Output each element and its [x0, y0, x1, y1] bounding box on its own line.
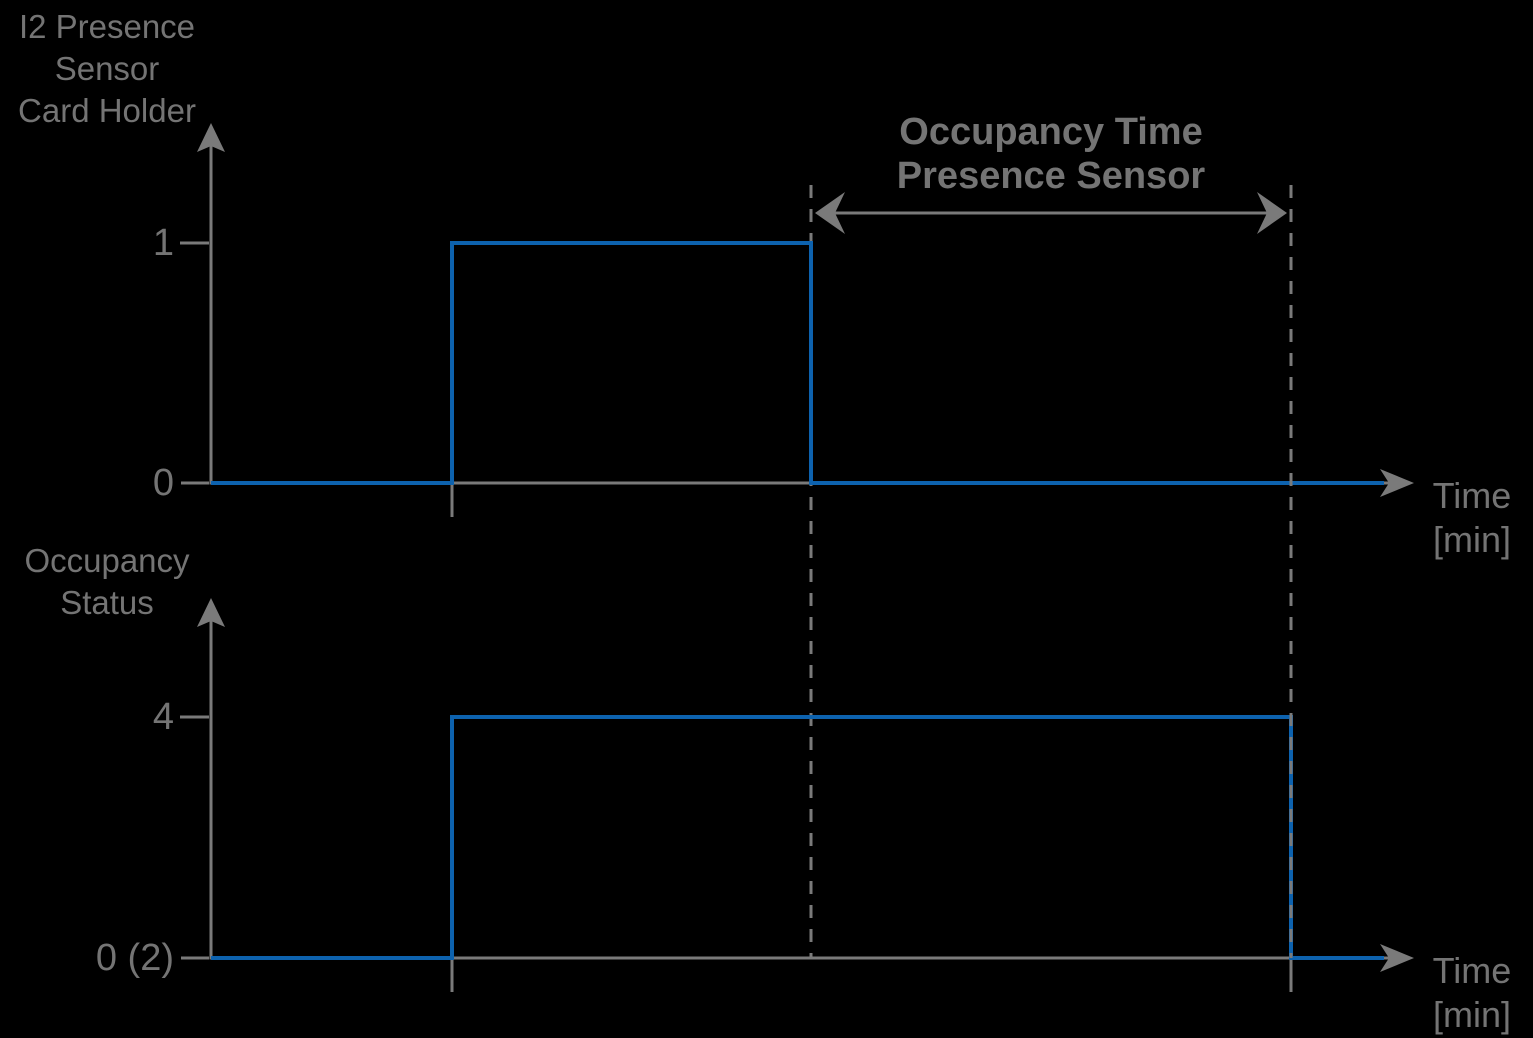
- bottom-chart-title-line-2: Status: [60, 584, 154, 621]
- top-chart-title-line-1: I2 Presence: [18, 8, 196, 45]
- bottom-tick-label-4: 4: [152, 696, 174, 738]
- occupancy-time-arrowhead-right-icon: [1257, 192, 1287, 234]
- presence-sensor-signal-line: [211, 241, 1384, 485]
- bottom-chart-title: Occupancy Status: [0, 540, 214, 624]
- top-chart-title-line-3: Card Holder: [18, 92, 196, 129]
- bottom-x-axis-label-line-1: Time: [1432, 950, 1512, 991]
- occupancy-time-annotation-line-2: Presence Sensor: [896, 155, 1206, 197]
- bottom-chart-title-line-1: Occupancy: [24, 542, 190, 579]
- top-chart-title-line-2: Sensor: [54, 50, 160, 87]
- top-tick-label-1: 1: [152, 222, 174, 264]
- top-x-axis-label-line-1: Time: [1432, 475, 1512, 516]
- top-x-axis-label-line-2: [min]: [1432, 519, 1511, 560]
- top-y-axis-arrowhead-icon: [197, 123, 225, 152]
- occupancy-time-arrowhead-left-icon: [815, 192, 845, 234]
- top-tick-label-0: 0: [152, 462, 174, 504]
- occupancy-time-annotation: Occupancy Time Presence Sensor: [811, 110, 1291, 198]
- occupancy-status-signal-line: [211, 715, 1384, 960]
- top-chart-title: I2 Presence Sensor Card Holder: [0, 6, 214, 132]
- bottom-tick-label-0-2: 0 (2): [95, 937, 174, 979]
- bottom-x-axis-label-line-2: [min]: [1432, 994, 1511, 1035]
- occupancy-time-annotation-line-1: Occupancy Time: [899, 111, 1203, 153]
- top-x-axis-arrowhead-icon: [1380, 469, 1414, 497]
- top-x-axis-label: Time [min]: [1422, 474, 1522, 562]
- bottom-x-axis-label: Time [min]: [1422, 949, 1522, 1037]
- bottom-y-axis-arrowhead-icon: [197, 598, 225, 627]
- bottom-x-axis-arrowhead-icon: [1380, 944, 1414, 972]
